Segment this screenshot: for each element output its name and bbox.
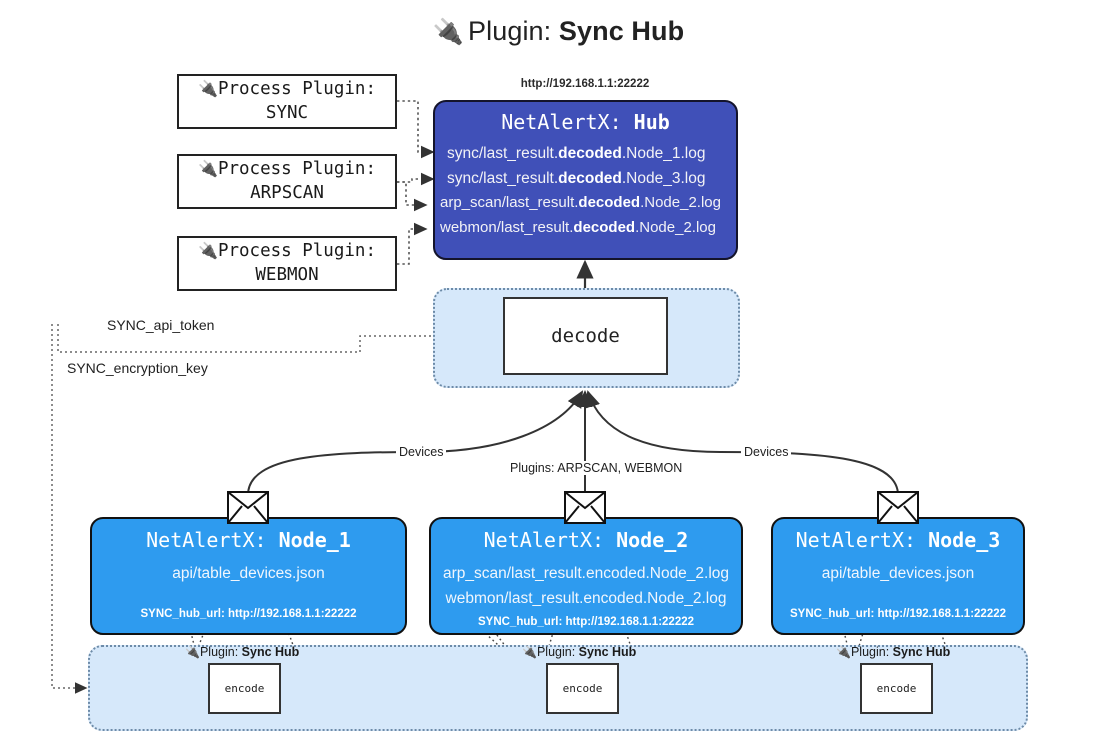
hub-row: webmon/last_result.decoded.Node_2.log xyxy=(440,218,716,236)
decode-label: decode xyxy=(551,325,620,347)
envelope-icon xyxy=(564,491,606,529)
encode-label: encode xyxy=(876,682,917,695)
page-title-name: Sync Hub xyxy=(558,16,685,46)
node-title-name: Node_3 xyxy=(928,528,1001,552)
node-footer: SYNC_hub_url: http://192.168.1.1:22222 xyxy=(140,607,357,620)
hub-title-name: Hub xyxy=(633,110,670,134)
node-title-prefix: NetAlertX: xyxy=(483,528,617,552)
hub-row: sync/last_result.decoded.Node_1.log xyxy=(447,145,706,162)
plugin-tag-node-2: 🔌Plugin: Sync Hub xyxy=(522,645,636,659)
plugin-tag-node-1: 🔌Plugin: Sync Hub xyxy=(185,645,299,659)
process-plugin-line1: 🔌Process Plugin: xyxy=(198,158,376,182)
node-title-prefix: NetAlertX: xyxy=(795,528,929,552)
netalertx-node-1[interactable]: NetAlertX: Node_1 api/table_devices.json… xyxy=(90,517,407,635)
page-title: 🔌Plugin: Sync Hub xyxy=(0,16,1117,47)
envelope-icon xyxy=(227,491,269,529)
node-line: webmon/last_result.encoded.Node_2.log xyxy=(445,589,727,607)
encode-box-node-2[interactable]: encode xyxy=(546,663,619,714)
devices-label-left: Devices xyxy=(396,445,447,459)
plug-icon: 🔌 xyxy=(198,240,218,260)
encode-label: encode xyxy=(562,682,603,695)
hub-row: arp_scan/last_result.decoded.Node_2.log xyxy=(440,194,721,212)
netalertx-node-2[interactable]: NetAlertX: Node_2 arp_scan/last_result.e… xyxy=(429,517,743,635)
node-title: NetAlertX: Node_1 xyxy=(92,528,405,552)
sync-encryption-key-label: SYNC_encryption_key xyxy=(63,360,212,376)
plugin-tag-name: Sync Hub xyxy=(578,645,637,659)
node-line: api/table_devices.json xyxy=(172,565,325,582)
process-plugin-box-arpscan[interactable]: 🔌Process Plugin: ARPSCAN xyxy=(177,154,397,209)
process-plugin-name: WEBMON xyxy=(255,264,319,285)
process-plugin-label: Process Plugin: xyxy=(217,240,376,261)
encode-box-node-3[interactable]: encode xyxy=(860,663,933,714)
process-plugin-name: ARPSCAN xyxy=(250,182,324,203)
plugin-tag-name: Sync Hub xyxy=(241,645,300,659)
plug-icon: 🔌 xyxy=(522,645,537,659)
hub-row: sync/last_result.decoded.Node_3.log xyxy=(447,170,706,188)
node-title: NetAlertX: Node_3 xyxy=(773,528,1023,552)
process-plugin-box-webmon[interactable]: 🔌Process Plugin: WEBMON xyxy=(177,236,397,291)
plugin-tag-prefix: Plugin: xyxy=(536,645,579,659)
plugin-tag-node-3: 🔌Plugin: Sync Hub xyxy=(836,645,950,659)
sync-api-token-label: SYNC_api_token xyxy=(103,317,219,333)
plugin-tag-prefix: Plugin: xyxy=(850,645,893,659)
process-plugin-label: Process Plugin: xyxy=(217,78,376,99)
netalertx-node-3[interactable]: NetAlertX: Node_3 api/table_devices.json… xyxy=(771,517,1025,635)
process-plugin-line1: 🔌Process Plugin: xyxy=(198,240,376,264)
plug-icon: 🔌 xyxy=(185,645,200,659)
plug-icon: 🔌 xyxy=(836,645,851,659)
node-line: api/table_devices.json xyxy=(821,565,975,582)
plug-icon: 🔌 xyxy=(432,18,465,46)
envelope-icon xyxy=(877,491,919,529)
decode-box[interactable]: decode xyxy=(503,297,668,375)
process-plugin-line1: 🔌Process Plugin: xyxy=(198,78,376,102)
hub-node[interactable]: NetAlertX: Hub sync/last_result.decoded.… xyxy=(433,100,738,260)
hub-title: NetAlertX: Hub xyxy=(435,110,736,134)
process-plugin-label: Process Plugin: xyxy=(217,158,376,179)
encode-label: encode xyxy=(224,682,265,695)
plugins-label-mid: Plugins: ARPSCAN, WEBMON xyxy=(507,461,686,475)
node-title: NetAlertX: Node_2 xyxy=(431,528,741,552)
node-line: arp_scan/last_result.encoded.Node_2.log xyxy=(442,565,730,582)
hub-title-prefix: NetAlertX: xyxy=(501,110,634,134)
hub-url-label: http://192.168.1.1:22222 xyxy=(520,78,650,90)
node-footer: SYNC_hub_url: http://192.168.1.1:22222 xyxy=(477,615,695,628)
process-plugin-box-sync[interactable]: 🔌Process Plugin: SYNC xyxy=(177,74,397,129)
process-plugin-name: SYNC xyxy=(265,102,309,123)
plugin-tag-name: Sync Hub xyxy=(892,645,951,659)
page-title-prefix: Plugin: xyxy=(468,16,559,46)
node-title-name: Node_1 xyxy=(278,528,351,552)
plugin-tag-prefix: Plugin: xyxy=(199,645,242,659)
plug-icon: 🔌 xyxy=(198,158,218,178)
node-title-prefix: NetAlertX: xyxy=(146,528,279,552)
node-title-name: Node_2 xyxy=(616,528,689,552)
plug-icon: 🔌 xyxy=(198,78,218,98)
encode-box-node-1[interactable]: encode xyxy=(208,663,281,714)
node-footer: SYNC_hub_url: http://192.168.1.1:22222 xyxy=(789,607,1007,620)
devices-label-right: Devices xyxy=(741,445,792,459)
